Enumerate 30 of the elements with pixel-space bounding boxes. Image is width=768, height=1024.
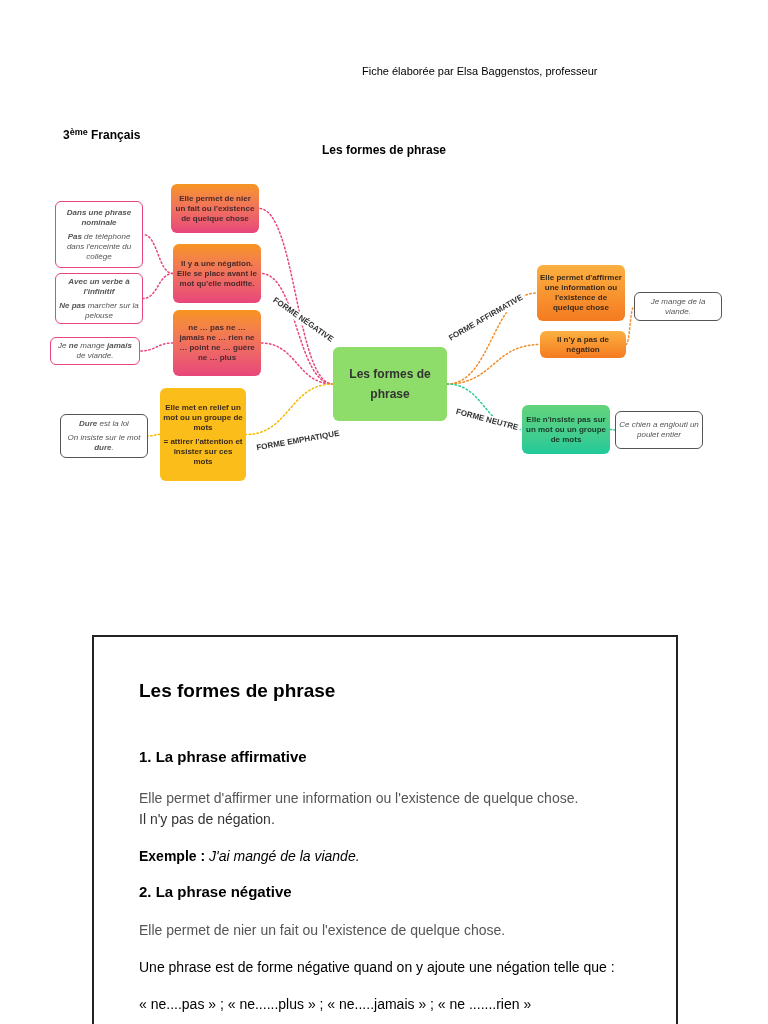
example-box: Avec un verbe à l'infinitif Ne pas marcher sur la pelouse	[55, 273, 143, 324]
section-title: Les formes de phrase	[139, 679, 337, 703]
text-line: « ne....pas » ; « ne......plus » ; « ne.....jamais » ; « ne .......rien »	[139, 994, 533, 1014]
text-line: Elle permet d'affirmer une information ou l'existence de quelque chose.	[139, 789, 580, 808]
dotted-connector	[625, 305, 635, 346]
dotted-connector	[142, 272, 174, 300]
author-note: Fiche élaborée par Elsa Baggenstos, professeur	[362, 64, 598, 79]
text-line: Il n'y pas de négation.	[139, 810, 276, 829]
dotted-connector	[245, 383, 334, 436]
dotted-connector	[609, 428, 616, 431]
example-box: Je mange de la viande.	[634, 292, 722, 321]
page-title: Les formes de phrase	[321, 143, 447, 157]
text-line: 1. La phrase affirmative	[139, 746, 308, 767]
example-box: Ce chien a englouti un poulet entier	[615, 411, 703, 449]
central-topic-box: Les formes de phrase	[333, 347, 447, 421]
definition-box: Elle permet de nier un fait ou l'existence de quelque chose	[171, 184, 259, 233]
definition-box: Elle n'insiste pas sur un mot ou un groupe de mots	[522, 405, 610, 454]
text-line: Elle permet de nier un fait ou l'existence de quelque chose.	[139, 920, 507, 940]
example-box: Dure est la loi On insiste sur le mot dure.	[60, 414, 148, 458]
example-box: Dans une phrase nominale Pas de téléphone dans l'enceinte du collège	[55, 201, 143, 268]
dotted-connector	[147, 433, 161, 437]
negation-list-box: ne … pas ne … jamais ne … rien ne … point ne … guère ne … plus	[173, 310, 261, 376]
definition-box: Elle met en relief un mot ou un groupe de mots = attirer l'attention et insister sur ces mots	[160, 388, 246, 481]
dotted-connector	[139, 342, 174, 352]
example-box: Je ne mange jamais de viande.	[50, 337, 140, 365]
text-line: 2. La phrase négative	[139, 882, 293, 902]
definition-box: Elle permet d'affirmer une information ou l'existence de quelque chose	[537, 265, 625, 321]
text-line: Exemple : J'ai mangé de la viande.	[139, 847, 361, 866]
text-line: Une phrase est de forme négative quand on y ajoute une négation telle que :	[139, 957, 616, 977]
class-label: 3$^{ème}$ Français	[63, 126, 141, 144]
